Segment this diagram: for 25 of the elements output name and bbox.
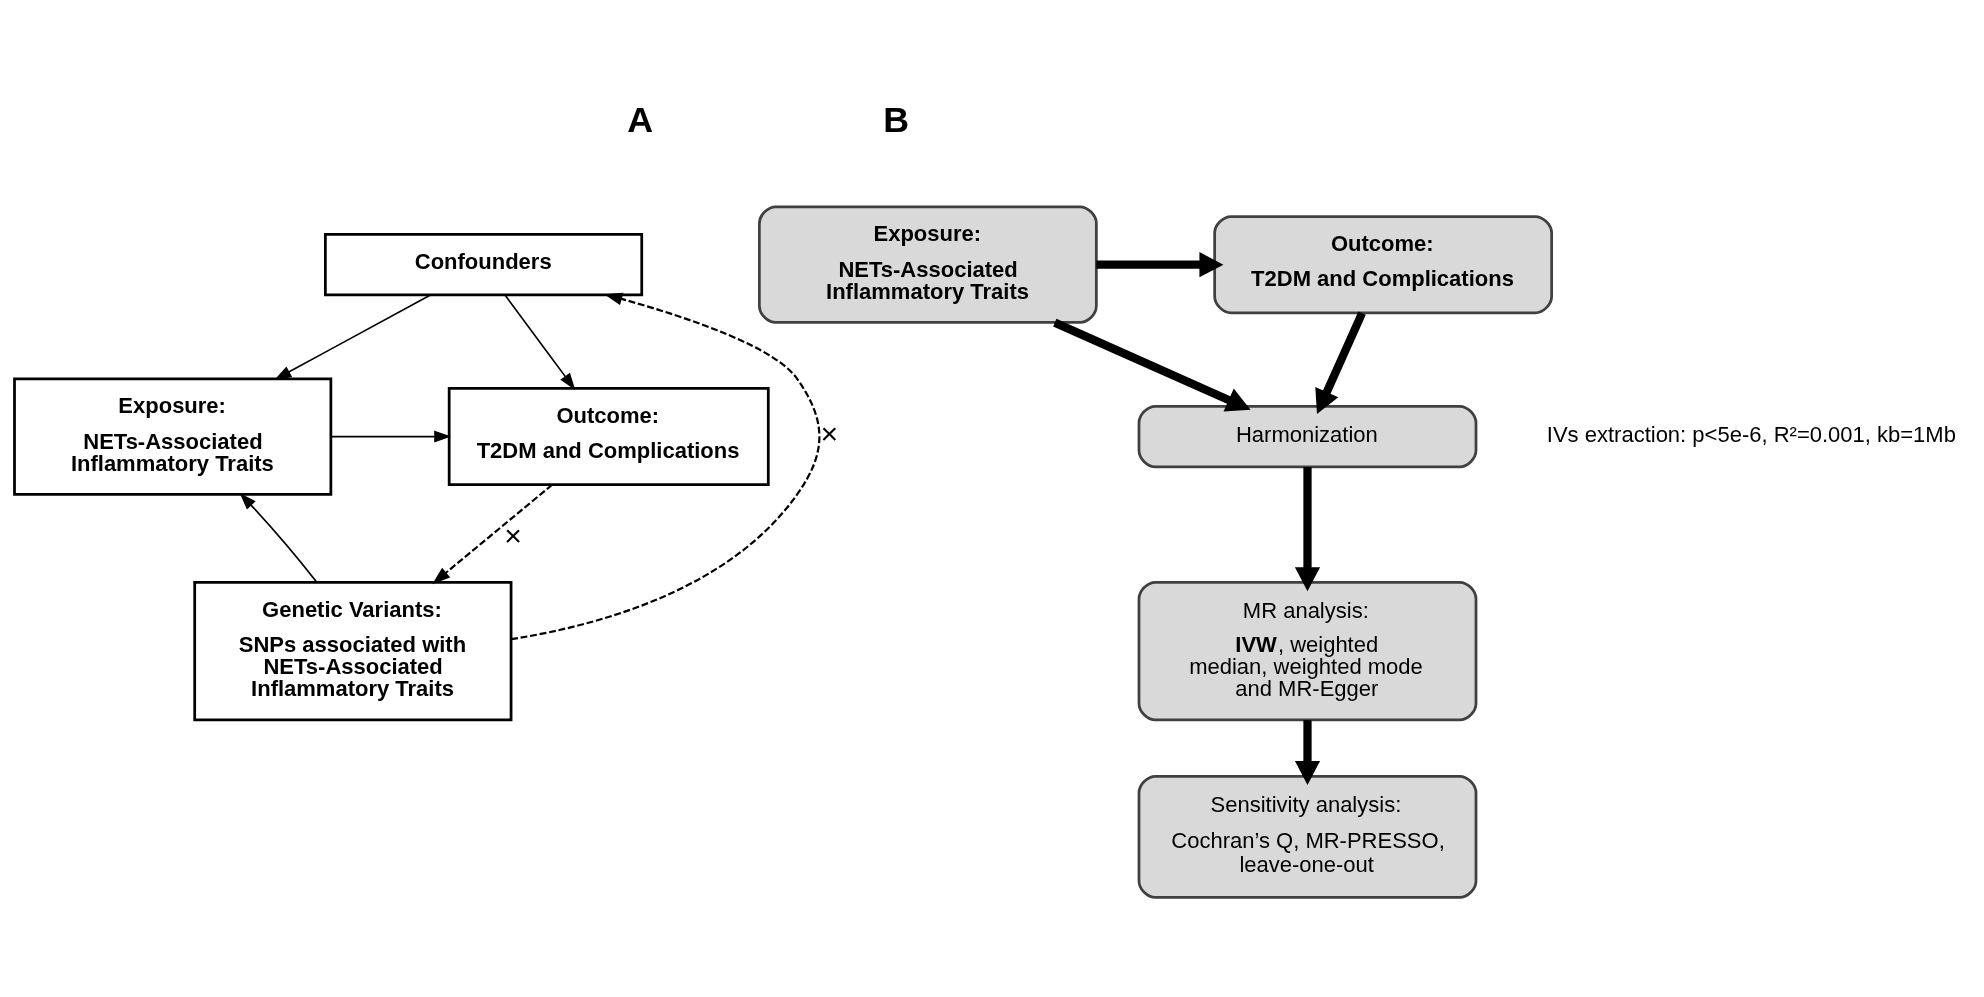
label: IVs extraction: p<5e-6, R²=0.001, kb=1Mb [1546, 421, 1956, 447]
arrow [1294, 467, 1320, 592]
arrow [1052, 318, 1251, 412]
node-box: Exposure: NETs-Associated Inflammatory Traits [757, 205, 1098, 324]
node-box: Confounders [323, 233, 643, 297]
edge-label: × [503, 519, 522, 553]
arrow [239, 492, 318, 584]
arrow [431, 484, 553, 585]
node-box: MR analysis: IVW, weighted median, weighted mode and MR-Egger [1137, 581, 1477, 722]
node-box: Exposure: NETs-Associated Inflammatory Traits [12, 377, 332, 496]
arrow [1095, 252, 1223, 278]
arrow [1314, 311, 1366, 414]
node-box: Sensitivity analysis: Cochran’s Q, MR-PRESSO, leave-one-out [1137, 775, 1477, 899]
arrow [510, 292, 820, 641]
arrow [329, 430, 451, 443]
label: B [882, 100, 909, 141]
node-box: Genetic Variants: SNPs associated with NETs-Associated Inflammatory Traits [192, 581, 512, 722]
node-box: Harmonization [1137, 404, 1477, 469]
arrow [1294, 720, 1320, 785]
node-box: Outcome: T2DM and Complications [447, 387, 770, 487]
node-box: Outcome: T2DM and Complications [1212, 215, 1553, 315]
edge-label: × [820, 417, 838, 451]
arrow [273, 294, 431, 380]
label: A [626, 100, 653, 141]
arrow [503, 294, 575, 391]
